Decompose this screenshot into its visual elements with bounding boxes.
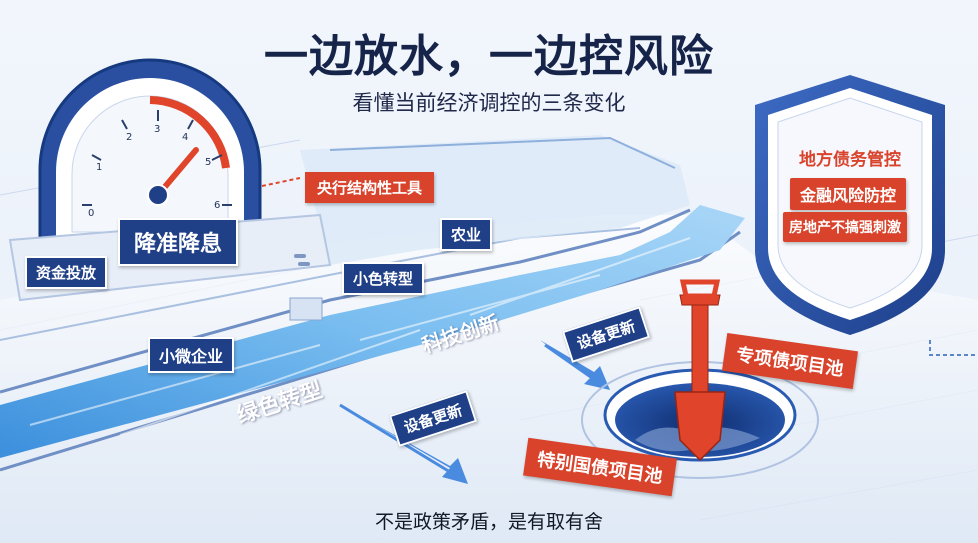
gauge-tick-2: 2 (126, 132, 133, 143)
shield-item-real-estate: 房地产不搞强刺激 (783, 212, 907, 242)
rate-cut-label: 降准降息 (118, 218, 239, 266)
gauge-tick-0: 0 (88, 208, 95, 219)
footer-caption: 不是政策矛盾，是有取有舍 (374, 511, 603, 533)
agriculture-label: 农业 (440, 218, 493, 251)
gauge-tick-1: 1 (96, 162, 103, 173)
gauge-tick-4: 4 (182, 132, 189, 143)
gauge-tick-3: 3 (154, 124, 161, 135)
small-micro-label: 小微企业 (148, 337, 235, 373)
funding-label: 资金投放 (25, 256, 108, 289)
small-color-shift-label: 小色转型 (342, 262, 425, 295)
shield-title: 地方债务管控 (799, 150, 901, 170)
page-subtitle: 看懂当前经济调控的三条变化 (352, 91, 626, 115)
gauge-tick-6: 6 (214, 200, 221, 211)
page-title: 一边放水，一边控风险 (264, 31, 714, 82)
central-bank-tools-label: 央行结构性工具 (305, 172, 435, 203)
gauge-tick-5: 5 (205, 157, 212, 168)
shield-item-financial-risk: 金融风险防控 (790, 178, 907, 210)
